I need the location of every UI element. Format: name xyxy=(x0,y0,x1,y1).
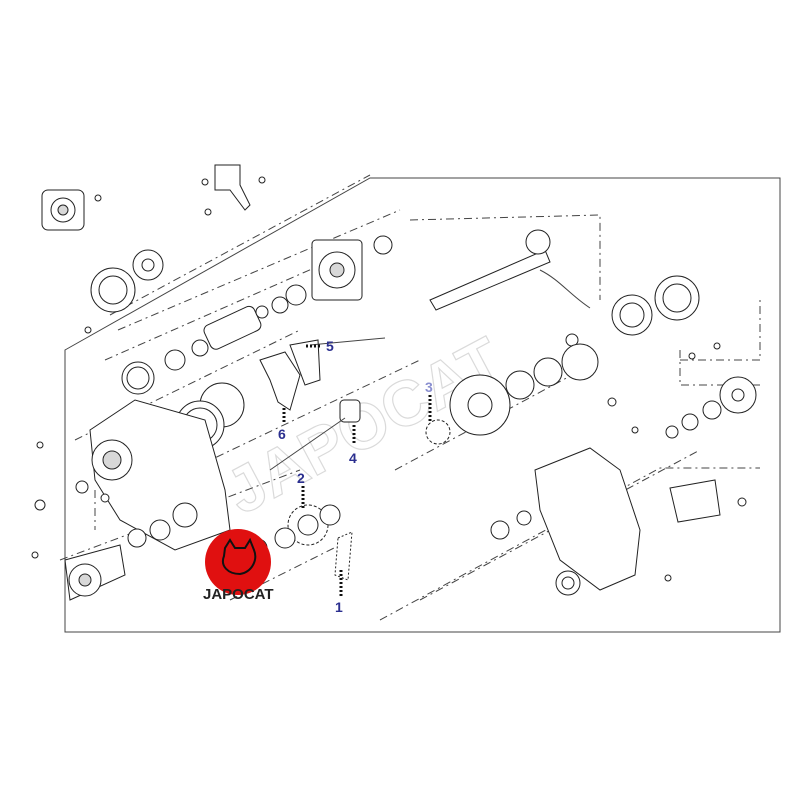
callout-label-5: 5 xyxy=(326,338,334,354)
callout-labels: 1 2 3 4 5 6 xyxy=(278,338,433,615)
japocat-logo: JAPOCAT xyxy=(203,529,274,603)
diagram-frame xyxy=(64,177,781,633)
top-left-parts xyxy=(41,164,266,334)
callout-leaders xyxy=(282,344,432,596)
callout-label-4: 4 xyxy=(349,450,357,466)
logo-text: JAPOCAT xyxy=(203,586,274,603)
logo-cat-icon xyxy=(222,537,257,576)
callout-label-1: 1 xyxy=(335,599,343,615)
left-housing xyxy=(31,399,268,601)
logo-circle xyxy=(205,529,271,595)
right-shaft-assembly xyxy=(425,229,757,445)
callout-label-3: 3 xyxy=(425,379,433,395)
gear-2-and-chain-1 xyxy=(274,504,353,581)
callout-label-6: 6 xyxy=(278,426,286,442)
right-housing xyxy=(490,447,747,596)
callout-label-2: 2 xyxy=(297,470,305,486)
